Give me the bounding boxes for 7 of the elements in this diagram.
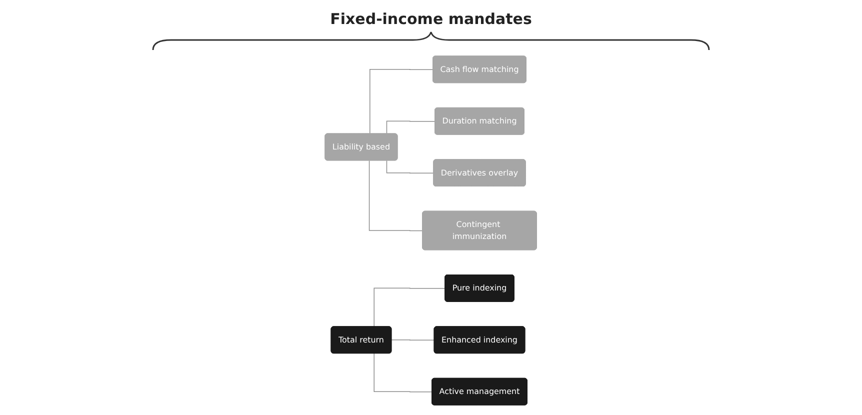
connector — [369, 160, 424, 232]
connector — [374, 288, 446, 328]
connector — [370, 69, 434, 134]
connector — [374, 353, 433, 392]
connector — [386, 160, 434, 174]
connector — [386, 120, 436, 134]
diagram-title: Fixed-income mandates — [330, 10, 532, 28]
